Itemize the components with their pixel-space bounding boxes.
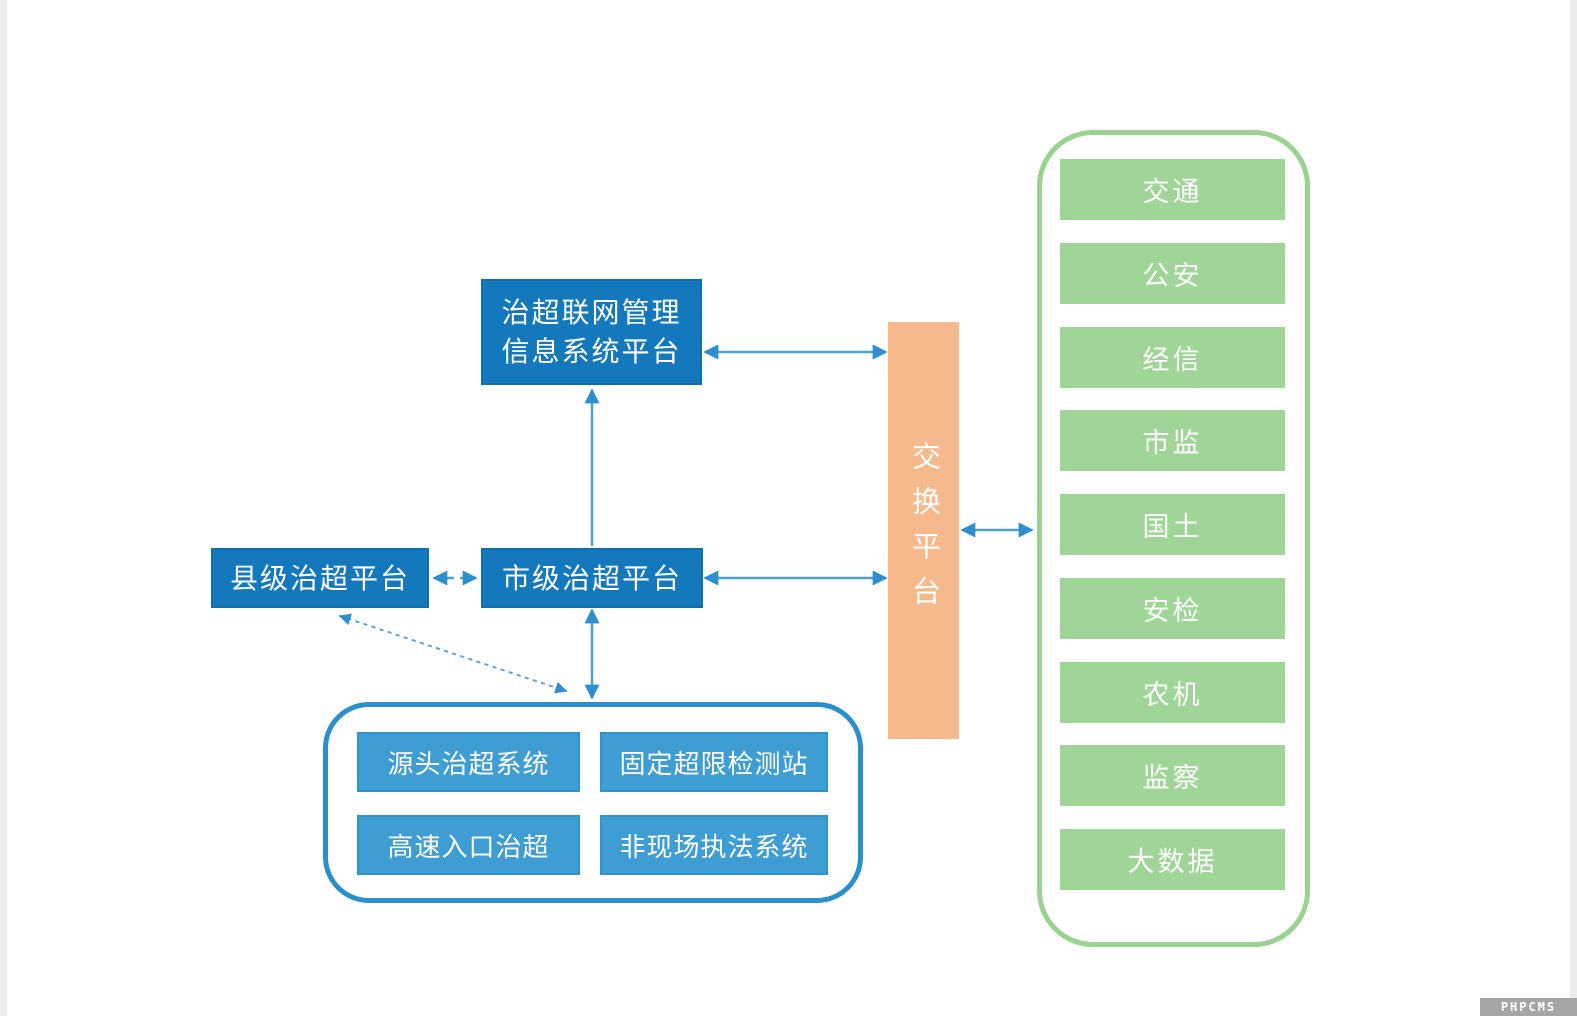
- county-platform-box: 县级治超平台: [211, 548, 429, 608]
- agency-label: 大数据: [1127, 847, 1218, 877]
- exchange-platform-label: 交换平台: [907, 440, 940, 621]
- agency-label: 监察: [1142, 763, 1203, 793]
- agency-box-jingxin: 经信: [1060, 327, 1285, 388]
- field-label: 固定超限检测站: [619, 748, 809, 779]
- field-label: 非现场执法系统: [619, 831, 809, 862]
- field-label: 源头治超系统: [387, 748, 550, 779]
- agency-box-guotu: 国土: [1060, 494, 1285, 555]
- agency-box-shijian: 市监: [1060, 410, 1285, 471]
- agency-box-anjian: 安检: [1060, 578, 1285, 639]
- field-label: 高速入口治超: [387, 831, 550, 862]
- agency-box-jiaotong: 交通: [1060, 159, 1285, 220]
- agency-label: 国土: [1142, 512, 1203, 542]
- agency-box-gongan: 公安: [1060, 243, 1285, 304]
- agency-label: 公安: [1142, 261, 1203, 291]
- phpcms-watermark-label: PHPCMS: [1500, 1000, 1557, 1014]
- city-platform-box: 市级治超平台: [481, 548, 703, 608]
- city-platform-label: 市级治超平台: [501, 562, 682, 594]
- county-platform-label: 县级治超平台: [229, 562, 410, 594]
- left-edge-strip: [0, 0, 7, 1016]
- top-platform-label-line1: 治超联网管理: [501, 297, 682, 328]
- top-platform-label-line2: 信息系统平台: [501, 336, 682, 367]
- agency-box-dashuju: 大数据: [1060, 829, 1285, 890]
- agency-label: 农机: [1142, 680, 1203, 710]
- field-box-yuantou: 源头治超系统: [357, 732, 580, 792]
- agency-box-jiancha: 监察: [1060, 745, 1285, 806]
- agency-label: 交通: [1142, 177, 1203, 207]
- right-edge-strip: [1570, 0, 1577, 1016]
- exchange-platform-box: 交换平台: [888, 322, 959, 739]
- top-platform-box: 治超联网管理 信息系统平台: [481, 279, 702, 385]
- arrow-county-fieldsystems-dotted: [338, 613, 568, 694]
- field-box-feixianchang: 非现场执法系统: [600, 815, 828, 875]
- field-box-guding: 固定超限检测站: [600, 732, 828, 792]
- agency-label: 安检: [1142, 596, 1203, 626]
- agency-label: 市监: [1142, 428, 1203, 458]
- agency-box-nongji: 农机: [1060, 662, 1285, 723]
- agency-label: 经信: [1142, 345, 1203, 375]
- phpcms-watermark: PHPCMS: [1480, 998, 1577, 1016]
- field-box-gaosu: 高速入口治超: [357, 815, 580, 875]
